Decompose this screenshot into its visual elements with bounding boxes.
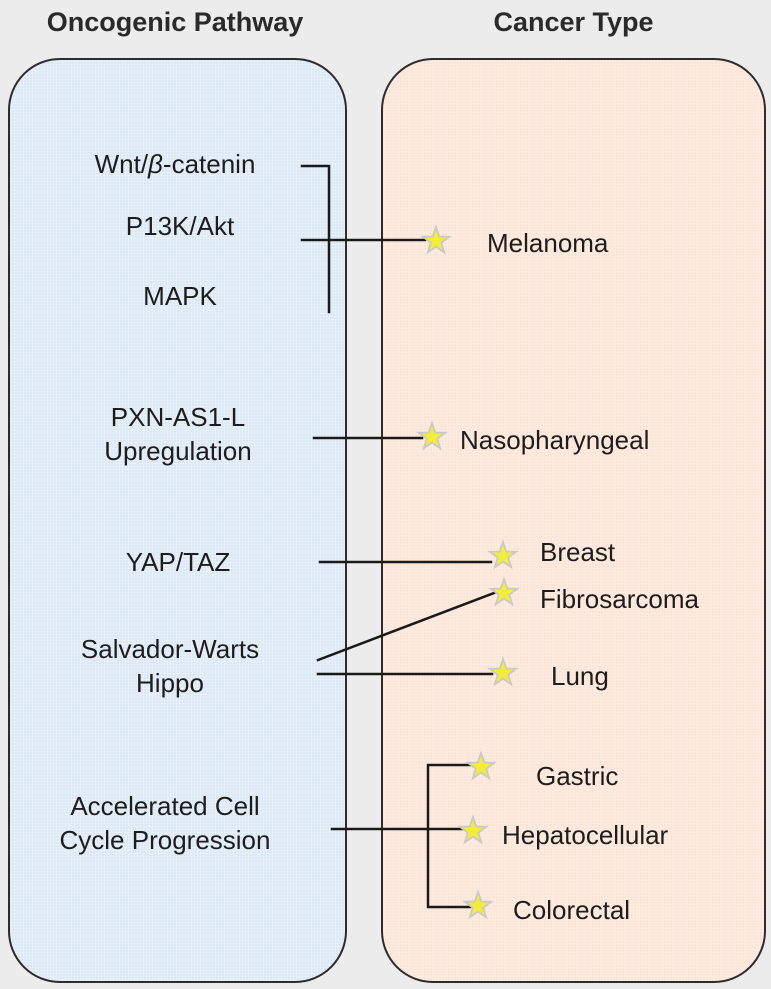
cancer-lung: Lung xyxy=(551,661,609,691)
star-icon xyxy=(489,578,519,606)
wnt-prefix: Wnt/ xyxy=(94,149,149,179)
star-icon xyxy=(466,752,496,780)
star-icon xyxy=(421,226,451,254)
salvador-line-2: Hippo xyxy=(136,668,204,698)
pathway-mapk: MAPK xyxy=(143,281,217,311)
connector-cell-cycle-bracket xyxy=(426,763,472,909)
pathway-salvador-warts-hippo: Salvador-Warts Hippo xyxy=(35,632,305,700)
star-icon xyxy=(488,541,518,569)
pathway-yap-taz: YAP/TAZ xyxy=(125,547,231,577)
wnt-suffix: -catenin xyxy=(162,149,256,179)
cancer-hepatocellular: Hepatocellular xyxy=(502,820,669,850)
connector-wnt-bracket xyxy=(300,164,331,314)
pxn-line-1: PXN-AS1-L xyxy=(110,402,246,432)
cell-cycle-line-1: Accelerated Cell xyxy=(70,791,260,821)
cancer-type-panel xyxy=(381,58,766,983)
left-column-header: Oncogenic Pathway xyxy=(46,7,304,37)
cell-cycle-line-2: Cycle Progression xyxy=(59,825,271,855)
beta-symbol: β xyxy=(148,149,163,179)
oncogenic-pathway-panel xyxy=(8,58,347,983)
star-icon xyxy=(417,422,447,450)
pathway-pi3k-akt: P13K/Akt xyxy=(125,211,235,241)
cancer-fibrosarcoma: Fibrosarcoma xyxy=(540,584,699,614)
star-icon xyxy=(488,658,518,686)
star-icon xyxy=(463,891,493,919)
cancer-colorectal: Colorectal xyxy=(513,895,631,925)
cancer-breast: Breast xyxy=(540,537,616,567)
pathway-pxn-as1-l: PXN-AS1-L Upregulation xyxy=(43,400,313,468)
salvador-line-1: Salvador-Warts xyxy=(80,634,260,664)
cancer-nasopharyngeal: Nasopharyngeal xyxy=(460,425,650,455)
cancer-gastric: Gastric xyxy=(536,761,619,791)
pathway-wnt-beta-catenin: Wnt/β-catenin xyxy=(40,147,310,181)
connector-salvador-fibrosarcoma xyxy=(316,591,496,662)
right-column-header: Cancer Type xyxy=(493,7,654,37)
star-icon xyxy=(458,816,488,844)
pathway-cell-cycle-progression: Accelerated Cell Cycle Progression xyxy=(30,789,300,857)
pxn-line-2: Upregulation xyxy=(104,436,252,466)
cancer-melanoma: Melanoma xyxy=(487,228,609,258)
